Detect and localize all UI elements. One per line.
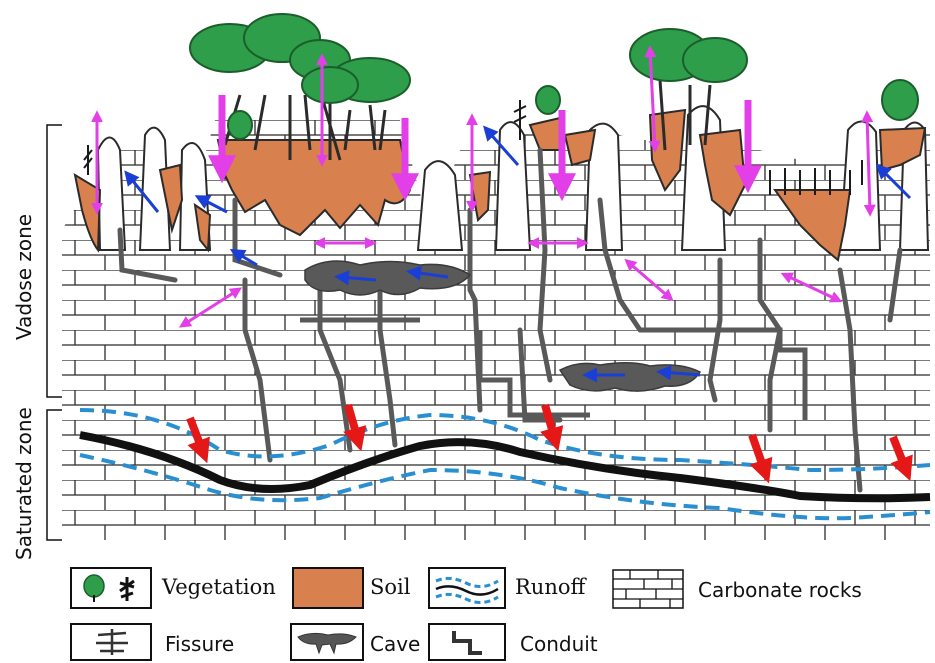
- legend-conduit-swatch: [428, 623, 506, 661]
- legend-soil-label: Soil: [370, 575, 410, 599]
- legend-vegetation-label: Vegetation: [162, 575, 276, 599]
- legend-soil-swatch: [292, 567, 364, 609]
- vadose-zone-label: Vadose zone: [12, 214, 36, 340]
- carbonate-rocks-icon: [612, 569, 684, 609]
- legend-fissure-swatch: [70, 623, 152, 661]
- zone-brackets: [47, 125, 62, 540]
- legend-conduit-label: Conduit: [520, 632, 598, 656]
- karst-diagram: [0, 0, 935, 545]
- vegetation-icon: [72, 569, 150, 607]
- runoff-icon: [430, 569, 504, 607]
- legend-fissure-label: Fissure: [165, 632, 234, 656]
- saturated-zone-label: Saturated zone: [12, 407, 36, 560]
- legend-cave-swatch: [290, 623, 364, 661]
- legend-runoff-swatch: [428, 567, 506, 609]
- legend-cave-label: Cave: [370, 632, 420, 656]
- legend-carbonate-swatch: [612, 569, 684, 609]
- legend-runoff-label: Runoff: [515, 575, 585, 599]
- cave-icon: [292, 625, 362, 659]
- legend-vegetation-swatch: [70, 567, 152, 609]
- conduit-icon: [430, 625, 504, 659]
- fissure-icon: [72, 625, 150, 659]
- legend-carbonate-label: Carbonate rocks: [698, 578, 862, 602]
